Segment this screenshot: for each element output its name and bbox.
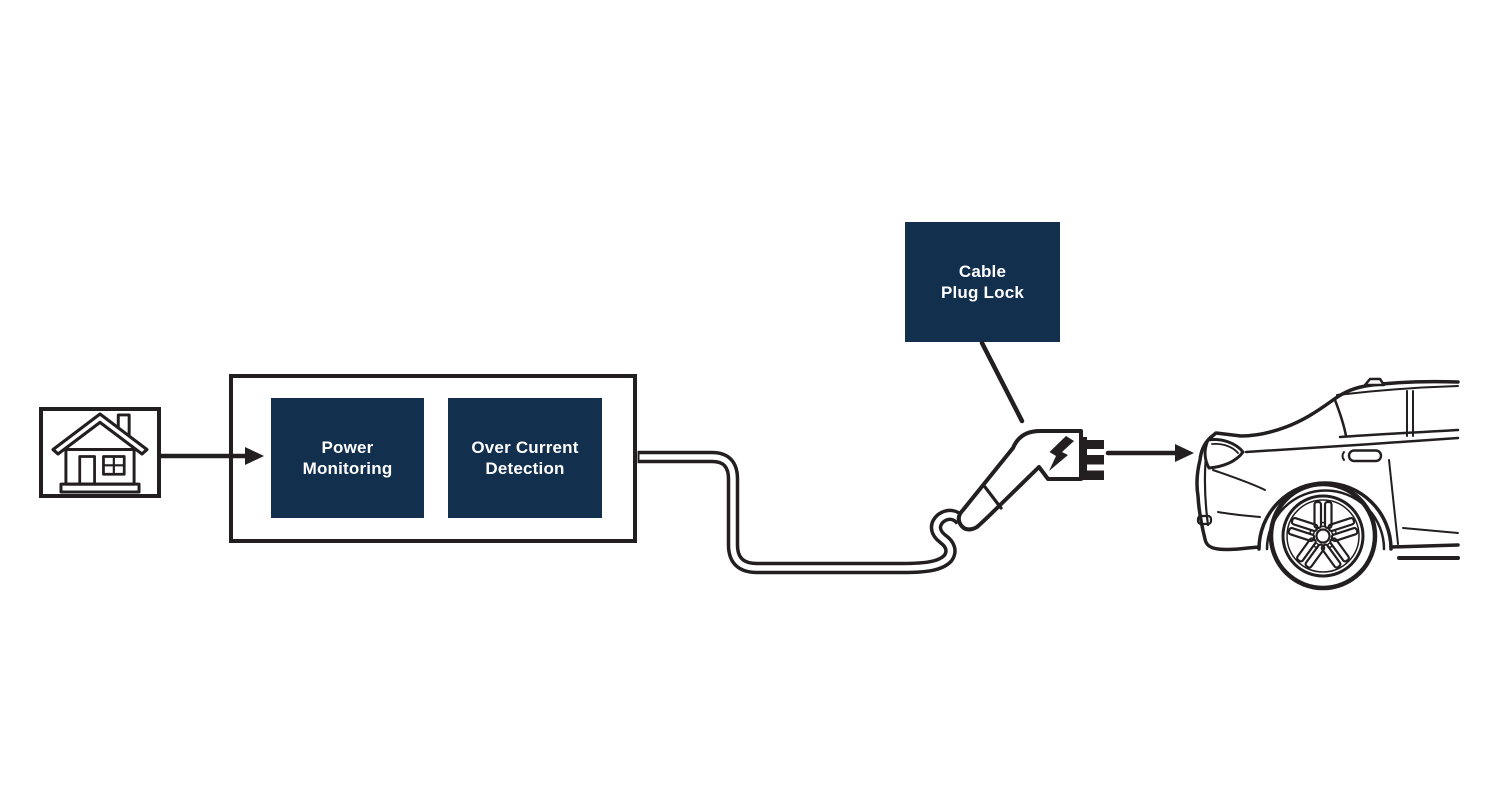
taillight (1203, 438, 1245, 470)
ev-plug-icon (956, 429, 1104, 532)
door-handle (1347, 449, 1383, 463)
arrow-right-icon-plug-to-car (1105, 444, 1194, 462)
plug-body (956, 429, 1083, 532)
house-base (59, 482, 141, 494)
cable-plug-lock-label-line2: Plug Lock (940, 283, 1025, 302)
cable-plug-lock-leader-line (979, 340, 1025, 424)
door-crease (1402, 527, 1459, 534)
belt-line (1244, 436, 1460, 454)
house-box (39, 407, 161, 498)
charging-cable (637, 450, 967, 575)
car-body (1195, 379, 1460, 552)
arrow-right-icon-grid-to-evse (158, 447, 264, 465)
roof (51, 412, 149, 456)
over-current-detection-label-line1: Over Current (471, 438, 579, 457)
cable-plug-lock-box: Cable Plug Lock (905, 222, 1060, 342)
power-monitoring-label-line1: Power (321, 438, 374, 457)
over-current-detection-box: Over Current Detection (448, 398, 602, 518)
rear-wheel (1268, 481, 1378, 591)
over-current-detection-label-line2: Detection (485, 459, 565, 478)
antenna-fin (1363, 377, 1386, 387)
window-top (1336, 385, 1459, 396)
power-monitoring-label-line2: Monitoring (302, 459, 393, 478)
car-icon (1195, 377, 1460, 591)
bumper-reflector (1196, 514, 1213, 526)
quarter-crease (1212, 469, 1266, 491)
cable-plug-lock-label-line1: Cable (958, 262, 1007, 281)
house-icon (51, 412, 149, 494)
car-sill (1389, 543, 1460, 549)
bumper-crease (1217, 511, 1261, 518)
window-sill (1338, 428, 1460, 439)
door (78, 455, 96, 486)
plug-grip-seam (983, 485, 1003, 510)
quarter-glass-edge (1333, 398, 1348, 438)
window-divider (1406, 390, 1414, 437)
lightning-bolt-icon (1049, 436, 1074, 471)
door-shutline (1388, 459, 1399, 545)
wheel-spokes (1287, 500, 1359, 569)
power-monitoring-box: Power Monitoring (271, 398, 424, 518)
plug-connector-pins (1079, 437, 1104, 480)
